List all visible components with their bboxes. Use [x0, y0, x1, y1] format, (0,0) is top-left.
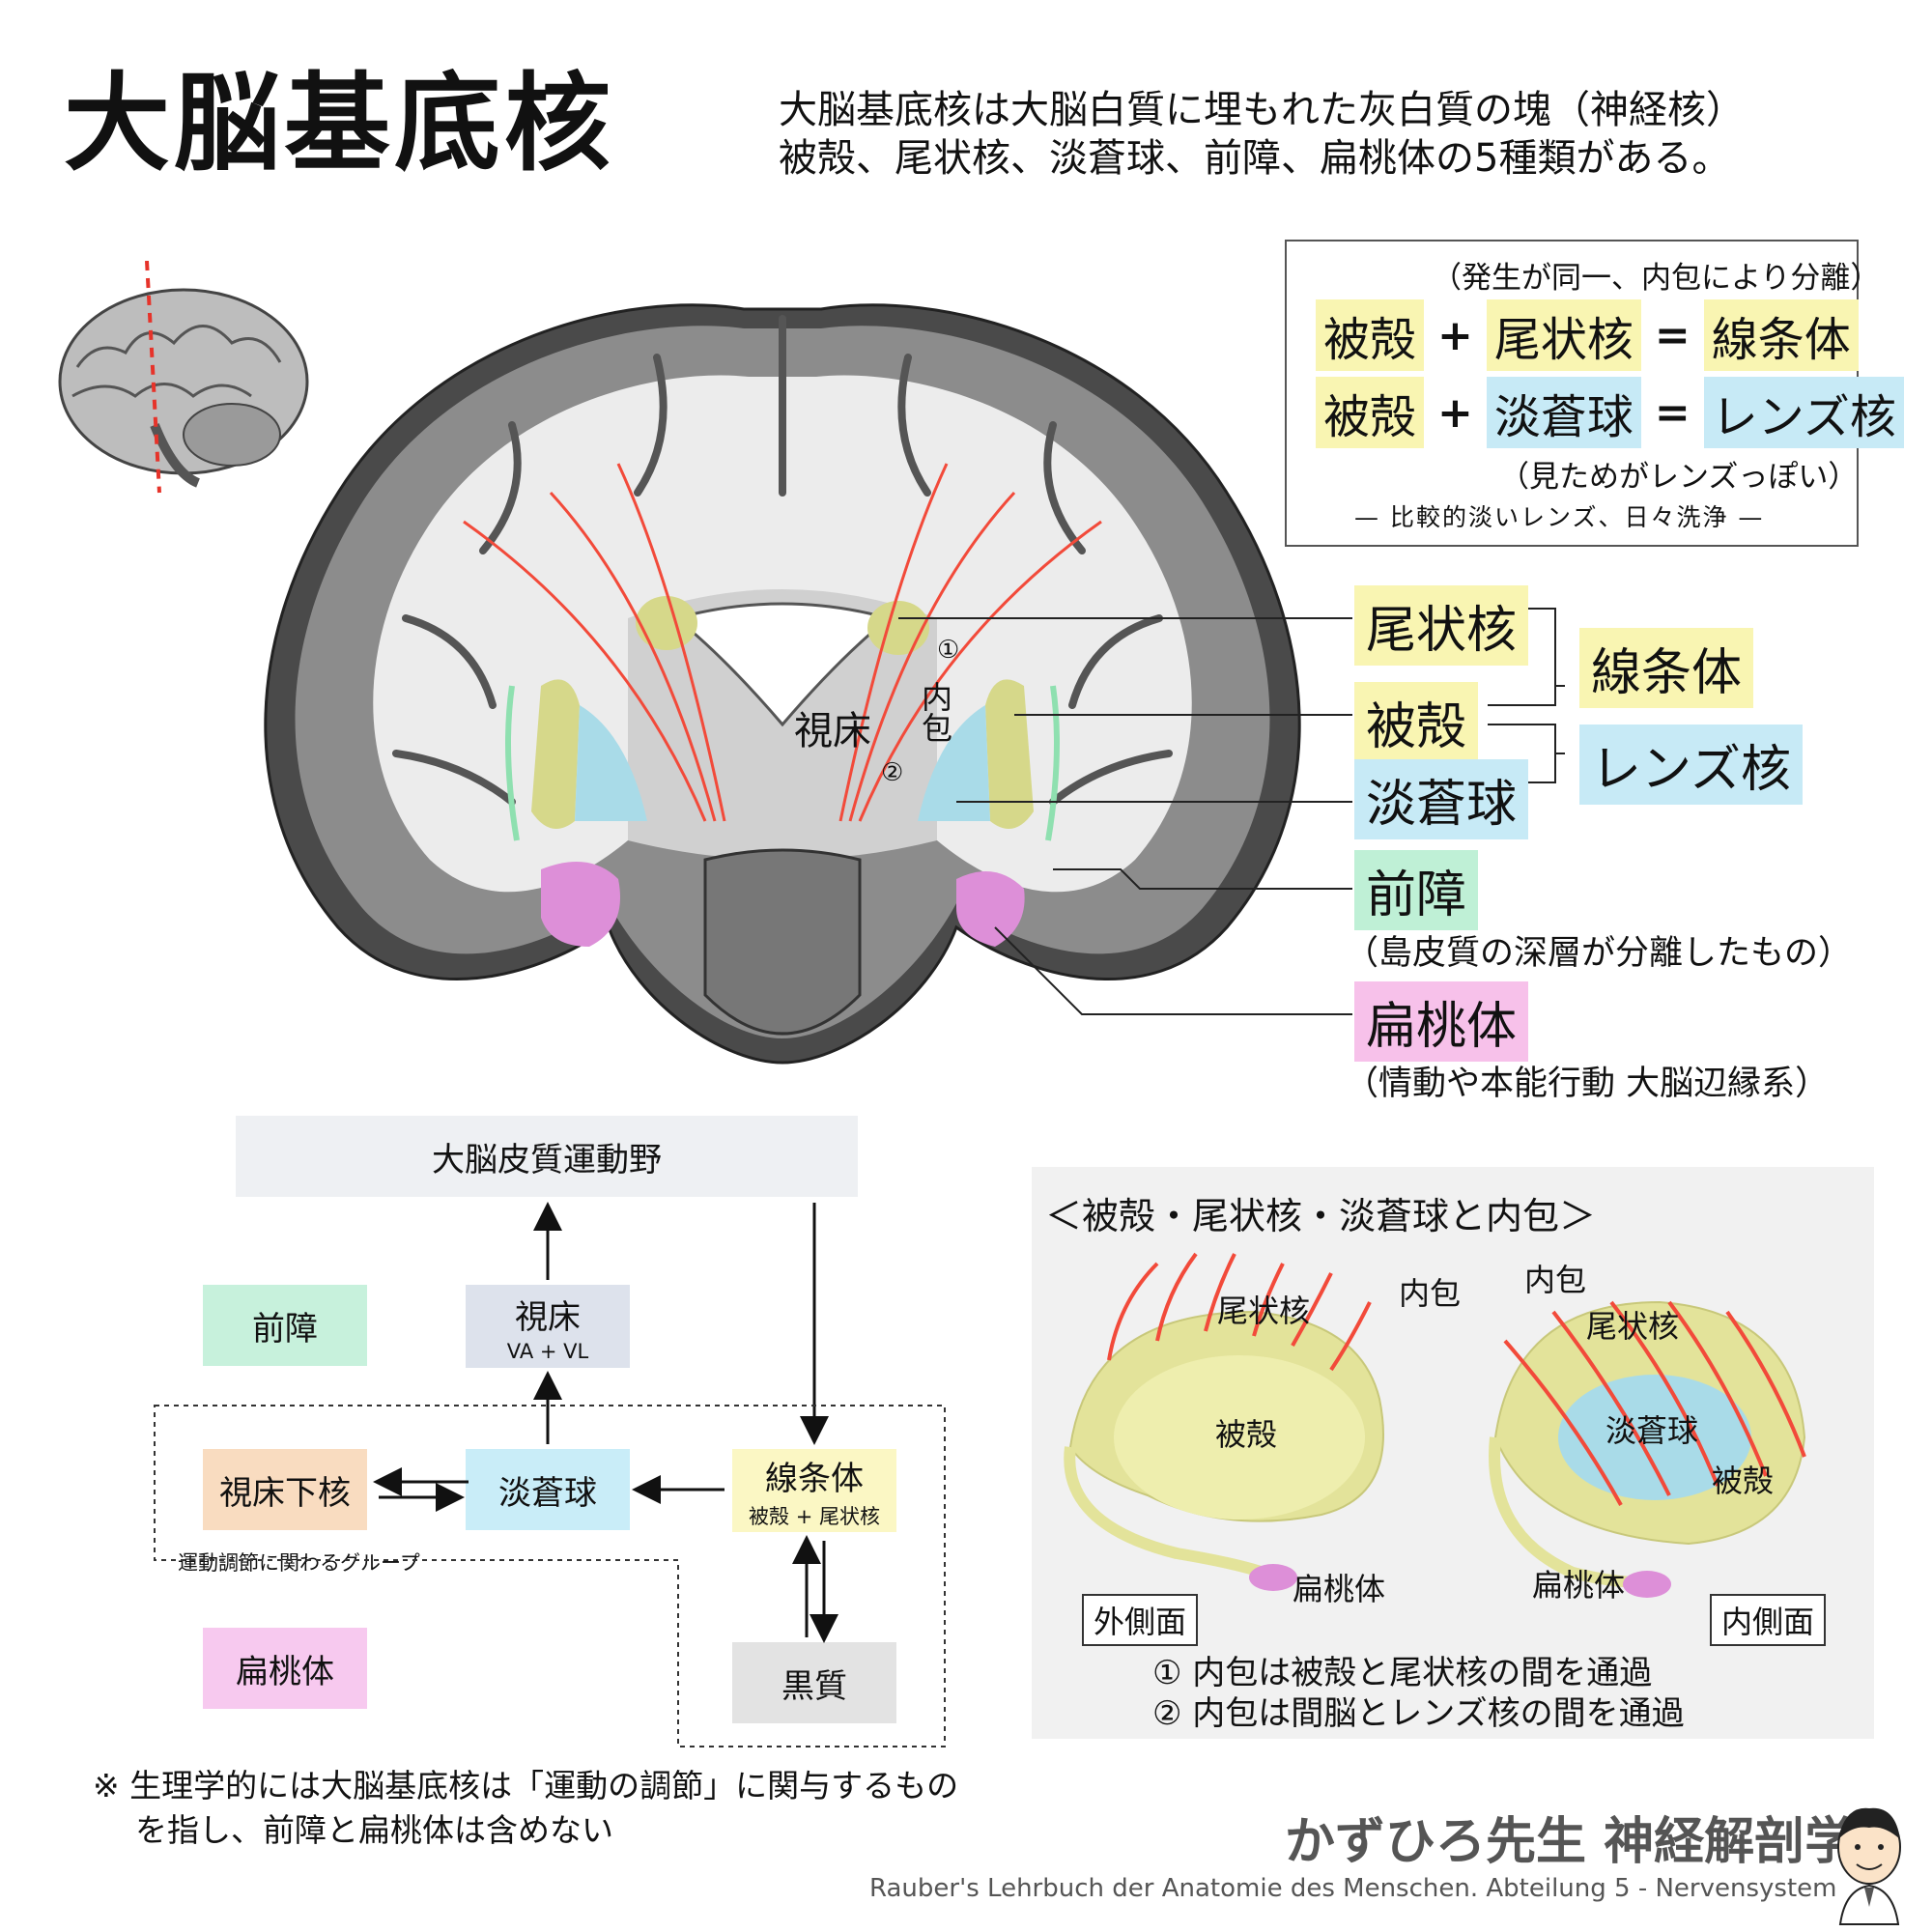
panel-left-capsule: 内包 — [1399, 1275, 1462, 1312]
claustrum-note: （島皮質の深層が分離したもの） — [1345, 934, 1853, 973]
capsule-panel: ＜被殻・尾状核・淡蒼球と内包＞ 尾状核 内包 被殻 扁桃体 外側面 内 — [1032, 1167, 1874, 1739]
eq1-plus: + — [1437, 310, 1473, 360]
eq2-lentiform: レンズ核 — [1703, 377, 1904, 448]
coronal-brain-section — [264, 303, 1301, 1065]
flow-amygdala: 扁桃体 — [203, 1628, 367, 1709]
eq1-equals: = — [1654, 310, 1690, 360]
label-globus-pallidus: 淡蒼球 — [1354, 759, 1529, 839]
label-putamen: 被殻 — [1354, 682, 1479, 762]
equation-lentiform: 被殻 + 淡蒼球 = レンズ核 — [1316, 377, 1904, 448]
eq2-equals: = — [1654, 387, 1690, 438]
motor-group-label: 運動調節に関わるグループ — [174, 1548, 424, 1577]
panel-left-view: 外側面 — [1082, 1594, 1199, 1646]
panel-left-amygdala: 扁桃体 — [1293, 1571, 1386, 1607]
label-claustrum: 前障 — [1354, 850, 1479, 930]
flow-striatum: 線条体被殻 + 尾状核 — [732, 1449, 896, 1532]
mnemonic-text: — 比較的淡いレンズ、日々洗浄 — — [1354, 503, 1765, 531]
eq1-striatum: 線条体 — [1703, 299, 1859, 371]
panel-title: ＜被殻・尾状核・淡蒼球と内包＞ — [1045, 1195, 1597, 1237]
flow-claustrum: 前障 — [203, 1285, 367, 1366]
panel-right-putamen: 被殻 — [1712, 1463, 1775, 1499]
page-title: 大脳基底核 — [64, 62, 614, 185]
eq1-caudate: 尾状核 — [1486, 299, 1641, 371]
info-box: （発生が同一、内包により分離） 被殻 + 尾状核 = 線条体 被殻 + 淡蒼球 … — [1285, 240, 1904, 547]
footnote-line-2: を指し、前障と扁桃体は含めない — [135, 1811, 613, 1849]
info-note-top: （発生が同一、内包により分離） — [1432, 261, 1881, 296]
teacher-avatar — [1837, 1807, 1901, 1925]
label-amygdala: 扁桃体 — [1354, 981, 1529, 1062]
eq2-putamen: 被殻 — [1316, 377, 1425, 448]
panel-illustration — [1064, 1252, 1806, 1598]
flow-connectors — [154, 1202, 946, 1747]
panel-right-amygdala: 扁桃体 — [1532, 1567, 1626, 1604]
flow-pallidus: 淡蒼球 — [466, 1449, 630, 1530]
section-thalamus-label: 視床 — [794, 709, 871, 753]
panel-note-1: ① 内包は被殻と尾状核の間を通過 — [1152, 1654, 1653, 1692]
sagittal-brain-thumbnail — [58, 261, 309, 494]
flow-subthalamic: 視床下核 — [203, 1449, 367, 1530]
info-note-bottom: （見ためがレンズっぽい） — [1499, 460, 1859, 495]
flow-substantia-nigra: 黒質 — [732, 1642, 896, 1723]
panel-right-view: 内側面 — [1710, 1594, 1827, 1646]
eq2-plus: + — [1437, 387, 1473, 438]
panel-left-caudate: 尾状核 — [1217, 1293, 1311, 1329]
panel-right-caudate: 尾状核 — [1586, 1308, 1680, 1345]
footnote-line-1: ※ 生理学的には大脳基底核は「運動の調節」に関与するもの — [93, 1767, 959, 1804]
label-caudate: 尾状核 — [1354, 585, 1529, 666]
label-striatum: 線条体 — [1579, 628, 1754, 708]
panel-left-putamen: 被殻 — [1215, 1416, 1278, 1453]
section-marker-2: ② — [881, 758, 904, 787]
panel-right-pallidus: 淡蒼球 — [1605, 1412, 1699, 1449]
flow-cortex: 大脳皮質運動野 — [236, 1116, 858, 1197]
panel-note-2: ② 内包は間脳とレンズ核の間を通過 — [1152, 1694, 1685, 1733]
source-credit: Rauber's Lehrbuch der Anatomie des Mensc… — [869, 1874, 1837, 1903]
intro-line-2: 被殻、尾状核、淡蒼球、前障、扁桃体の5種類がある。 — [779, 136, 1731, 181]
eq2-pallidus: 淡蒼球 — [1486, 377, 1641, 448]
eq1-putamen: 被殻 — [1316, 299, 1425, 371]
brand-name: かずひろ先生 神経解剖学 — [1285, 1813, 1856, 1871]
panel-right-capsule: 内包 — [1524, 1262, 1587, 1298]
amygdala-note: （情動や本能行動 大脳辺縁系） — [1345, 1065, 1830, 1103]
section-marker-1: ① — [937, 636, 960, 665]
equation-striatum: 被殻 + 尾状核 = 線条体 — [1316, 299, 1859, 371]
label-lentiform: レンズ核 — [1579, 724, 1803, 805]
intro-line-1: 大脳基底核は大脳白質に埋もれた灰白質の塊（神経核） — [779, 88, 1745, 132]
leader-lines — [898, 608, 1565, 1015]
section-internal-capsule-label: 内包 — [917, 681, 953, 743]
